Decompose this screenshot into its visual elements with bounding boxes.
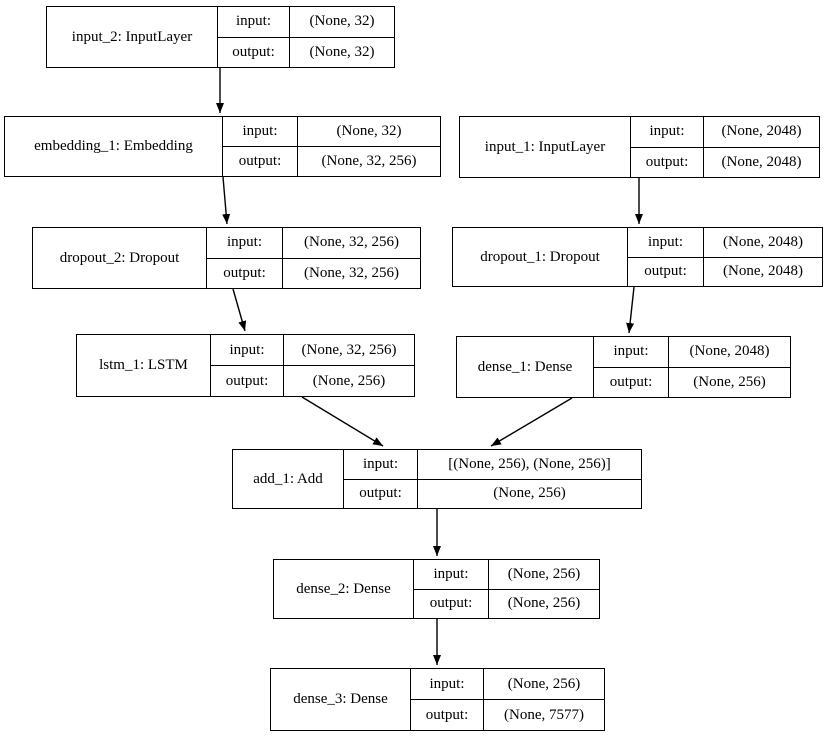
output-shape: (None, 2048) [721, 153, 802, 170]
output-key: output: [344, 479, 418, 508]
input-key: input: [211, 335, 284, 365]
node-dense_2: dense_2: Dense input: (None, 256) output… [273, 559, 600, 619]
output-key: output: [207, 258, 283, 288]
node-dropout_2: dropout_2: Dropout input: (None, 32, 256… [32, 227, 421, 289]
input-key: input: [218, 7, 290, 37]
layer-name: input_2: InputLayer [47, 7, 218, 67]
node-embedding_1: embedding_1: Embedding input: (None, 32)… [4, 116, 441, 177]
output-shape: (None, 32, 256) [321, 153, 417, 169]
output-key: output: [211, 366, 284, 396]
layer-name: dense_1: Dense [457, 337, 594, 397]
edge-dropout_1-dense_1 [626, 286, 635, 334]
output-key: output: [218, 37, 290, 67]
input-key: input: [344, 450, 418, 479]
input-shape: (None, 2048) [723, 233, 803, 250]
output-shape: (None, 2048) [723, 263, 803, 280]
input-shape: (None, 32) [336, 123, 402, 139]
input-shape: (None, 256) [507, 565, 581, 582]
node-dense_3: dense_3: Dense input: (None, 256) output… [270, 668, 605, 731]
layer-name: dense_3: Dense [271, 669, 411, 730]
layer-name: lstm_1: LSTM [77, 335, 211, 396]
edge-embedding_1-dropout_2 [222, 176, 231, 225]
output-shape: (None, 256) [693, 373, 766, 390]
output-shape: (None, 256) [312, 372, 386, 389]
output-key: output: [594, 367, 669, 397]
layer-name: input_1: InputLayer [460, 117, 631, 177]
input-shape: (None, 2048) [721, 123, 802, 140]
input-shape: (None, 256) [507, 675, 581, 692]
output-shape: (None, 7577) [504, 706, 584, 723]
node-input_1: input_1: InputLayer input: (None, 2048) … [459, 116, 820, 178]
layer-name: dense_2: Dense [274, 560, 414, 618]
edge-dense_1-add_1 [490, 397, 573, 447]
output-shape: (None, 256) [507, 595, 581, 612]
layer-name: dropout_2: Dropout [33, 228, 207, 288]
input-key: input: [631, 117, 704, 147]
output-key: output: [631, 147, 704, 177]
input-shape: (None, 32, 256) [301, 341, 397, 358]
layer-name: embedding_1: Embedding [5, 117, 223, 176]
input-key: input: [411, 669, 484, 699]
node-lstm_1: lstm_1: LSTM input: (None, 32, 256) outp… [76, 334, 415, 397]
input-key: input: [594, 337, 669, 367]
node-add_1: add_1: Add input: [(None, 256), (None, 2… [232, 449, 642, 509]
node-input_2: input_2: InputLayer input: (None, 32) ou… [46, 6, 395, 68]
input-key: input: [207, 228, 283, 258]
output-key: output: [414, 589, 489, 618]
output-key: output: [411, 700, 484, 730]
output-key: output: [628, 257, 704, 286]
layer-name: dropout_1: Dropout [453, 228, 628, 286]
input-shape: (None, 2048) [689, 343, 770, 360]
node-dense_1: dense_1: Dense input: (None, 2048) outpu… [456, 336, 791, 398]
edge-lstm_1-add_1 [301, 396, 384, 447]
input-shape: (None, 32) [309, 13, 375, 30]
input-shape: [(None, 256), (None, 256)] [448, 455, 611, 472]
node-dropout_1: dropout_1: Dropout input: (None, 2048) o… [452, 227, 823, 287]
input-shape: (None, 32, 256) [304, 234, 399, 251]
input-key: input: [414, 560, 489, 589]
output-shape: (None, 32, 256) [304, 264, 399, 281]
output-shape: (None, 256) [493, 485, 566, 502]
input-key: input: [223, 117, 298, 146]
input-key: input: [628, 228, 704, 257]
layer-name: add_1: Add [233, 450, 344, 508]
output-shape: (None, 32) [309, 43, 375, 60]
output-key: output: [223, 147, 298, 176]
edge-dropout_2-lstm_1 [232, 288, 247, 332]
